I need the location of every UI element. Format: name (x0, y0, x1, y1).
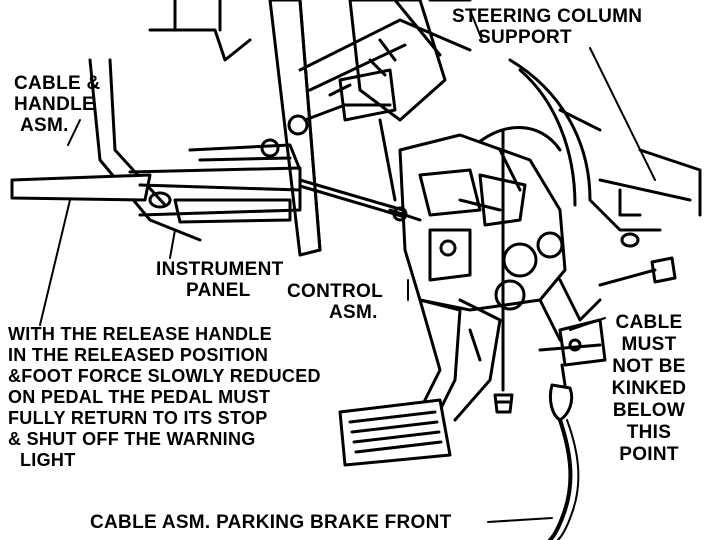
cable-handle-assembly (10, 143, 422, 224)
steering-column-line-1: STEERING COLUMN (452, 6, 643, 27)
instrument-panel-line-2: PANEL (186, 280, 251, 301)
control-asm-label: CONTROL ASM. (287, 281, 383, 323)
control-assembly (378, 118, 602, 342)
cable-handle-line-3: ASM. (20, 115, 69, 136)
steering-column-support-label: STEERING COLUMN SUPPORT (452, 6, 642, 48)
front-brake-cable (548, 363, 580, 540)
instrument-panel-structure (88, 0, 472, 257)
cable-handle-line-2: HANDLE (14, 94, 95, 115)
release-note-line-4: ON PEDAL THE PEDAL MUST (8, 387, 271, 407)
release-note-line-2: IN THE RELEASED POSITION (8, 345, 269, 365)
release-note-line-3: &FOOT FORCE SLOWLY REDUCED (8, 366, 321, 386)
cable-note-line-5: BELOW (612, 400, 686, 421)
steering-column-line-2: SUPPORT (478, 27, 572, 48)
cable-note-line-4: KINKED (611, 378, 687, 399)
control-asm-line-2: ASM. (329, 302, 378, 323)
cable-note-line-3: NOT BE (612, 356, 686, 377)
release-note-line-7: LIGHT (20, 450, 76, 470)
cable-handle-line-1: CABLE & (14, 73, 101, 94)
instrument-panel-label: INSTRUMENT PANEL (156, 259, 284, 301)
leader-lines (39, 9, 656, 523)
cable-handle-asm-label: CABLE & HANDLE ASM. (14, 73, 101, 136)
control-asm-line-1: CONTROL (287, 281, 384, 302)
release-handle-note: WITH THE RELEASE HANDLE IN THE RELEASED … (8, 324, 321, 471)
cable-note-line-7: POINT (619, 444, 679, 465)
pedal-bolt (493, 128, 514, 414)
cable-note-line-1: CABLE (615, 312, 683, 333)
release-note-line-6: & SHUT OFF THE WARNING (8, 429, 256, 449)
cable-front-text: CABLE ASM. PARKING BRAKE FRONT (90, 512, 452, 533)
release-note-line-1: WITH THE RELEASE HANDLE (8, 324, 272, 344)
cable-note-line-6: THIS (626, 422, 672, 443)
brake-pedal (338, 298, 502, 467)
release-note-line-5: FULLY RETURN TO ITS STOP (8, 408, 268, 428)
mounting-bolt (260, 58, 397, 158)
cable-note-line-2: MUST (621, 334, 677, 355)
steering-column-support (468, 58, 702, 248)
instrument-panel-line-1: INSTRUMENT (156, 259, 284, 280)
cable-front-label: CABLE ASM. PARKING BRAKE FRONT (90, 512, 452, 533)
cable-kink-note: CABLE MUST NOT BE KINKED BELOW THIS POIN… (597, 312, 701, 466)
